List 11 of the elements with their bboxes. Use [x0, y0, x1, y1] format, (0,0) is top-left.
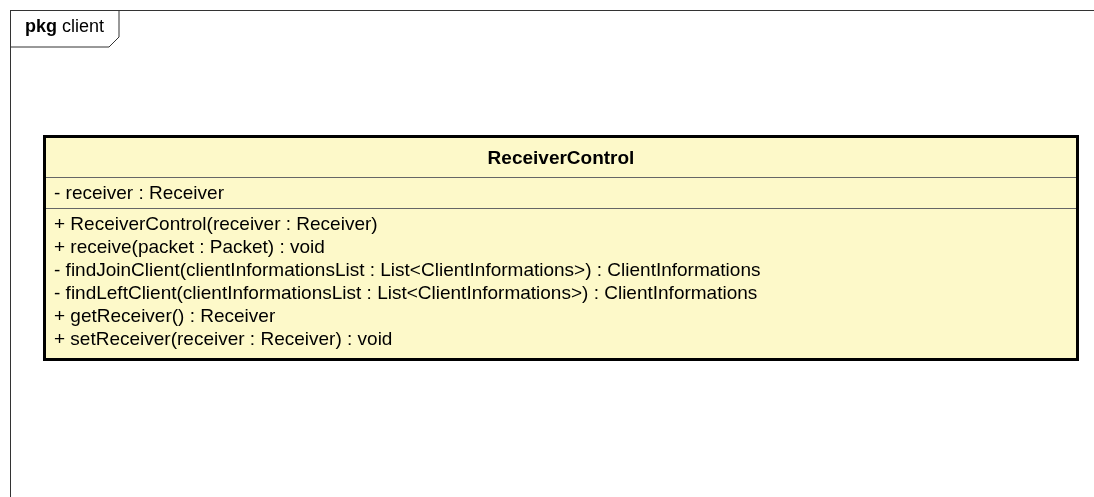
operation-text: + ReceiverControl(receiver : Receiver): [54, 212, 378, 235]
package-label: pkg client: [25, 16, 105, 37]
class-box: [43, 135, 1079, 361]
operation-text: + setReceiver(receiver : Receiver) : void: [54, 327, 393, 350]
operation-text: + receive(packet : Packet) : void: [54, 235, 325, 258]
operation-text: - findLeftClient(clientInformationsList : List<ClientInformations>) : ClientInformations: [54, 281, 758, 304]
operation-text: + getReceiver() : Receiver: [54, 304, 276, 327]
class-name: ReceiverControl: [46, 138, 1076, 178]
operation-text: - findJoinClient(clientInformationsList : List<ClientInformations>) : ClientInformations: [54, 258, 761, 281]
attribute-text: - receiver : Receiver: [54, 181, 224, 204]
package-frame: [10, 10, 1094, 497]
